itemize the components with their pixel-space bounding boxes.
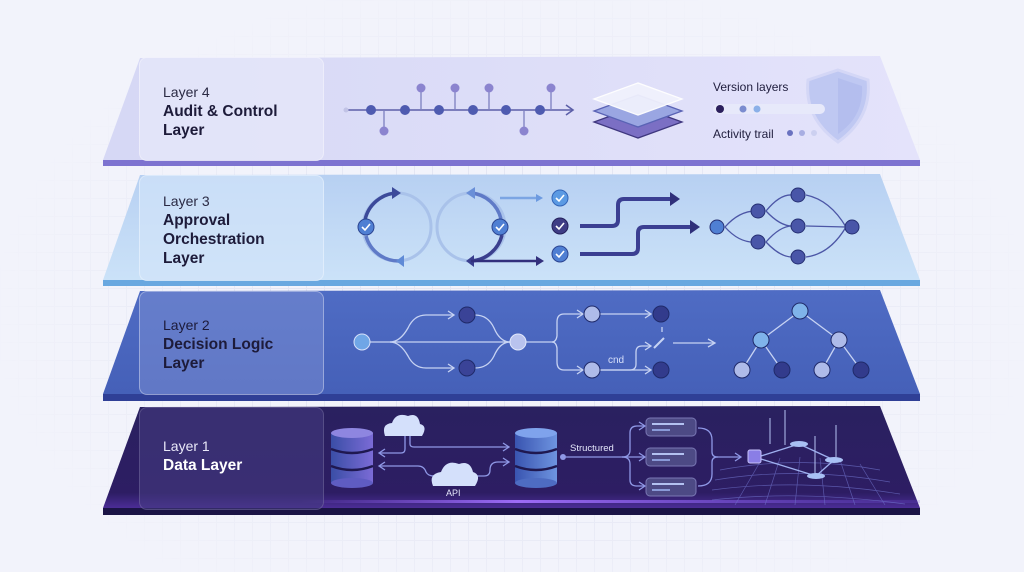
activity-trail-label: Activity trail: [713, 127, 774, 141]
approval-cycle-2: [435, 187, 544, 267]
layer-1-title: Data Layer: [163, 457, 243, 474]
approval-check-items: [551, 189, 569, 263]
database-target-icon: [514, 428, 558, 488]
database-source-icon: [330, 428, 374, 488]
layer-2-label-panel: Layer 2 Decision Logic Layer: [139, 291, 324, 395]
graph-nodes: [747, 410, 843, 479]
cloud-icon: [383, 414, 425, 436]
layer-2-title: Decision Logic Layer: [163, 336, 274, 372]
routing-arrows: [580, 192, 700, 256]
layer-3-kicker: Layer 3: [163, 193, 210, 209]
layer-3-title: Approval Orchestration Layer: [163, 212, 265, 267]
structured-records: [645, 417, 697, 497]
decision-nodes: [353, 305, 670, 379]
layer-1-kicker: Layer 1: [163, 438, 210, 454]
data-connectors: [377, 421, 743, 491]
knowledge-graph-mesh: [711, 456, 906, 506]
decision-flow: [370, 309, 717, 375]
layer-1-label-panel: Layer 1 Data Layer: [139, 407, 324, 510]
layer-4-kicker: Layer 4: [163, 84, 210, 100]
decision-tree: [733, 302, 870, 379]
shield-icon: [806, 68, 870, 144]
layer-4-title: Audit & Control Layer: [163, 103, 278, 139]
layer-4-label-panel: Layer 4 Audit & Control Layer: [139, 57, 324, 161]
dag-workflow: [709, 187, 860, 265]
version-layers-bar: [713, 104, 825, 114]
structured-label: Structured: [570, 443, 614, 454]
version-timeline: [343, 83, 575, 136]
layer-2-kicker: Layer 2: [163, 317, 210, 333]
approval-cycle-1: [357, 187, 433, 267]
condition-label: cnd: [608, 355, 625, 366]
api-label: API: [446, 488, 461, 498]
structured-source-dot: [560, 454, 566, 460]
api-cloud-icon: [431, 462, 479, 486]
layers-stack-icon: [592, 82, 684, 139]
layer-3-label-panel: Layer 3 Approval Orchestration Layer: [139, 175, 324, 281]
version-layers-label: Version layers: [713, 80, 789, 94]
activity-trail-dots: [787, 130, 817, 136]
